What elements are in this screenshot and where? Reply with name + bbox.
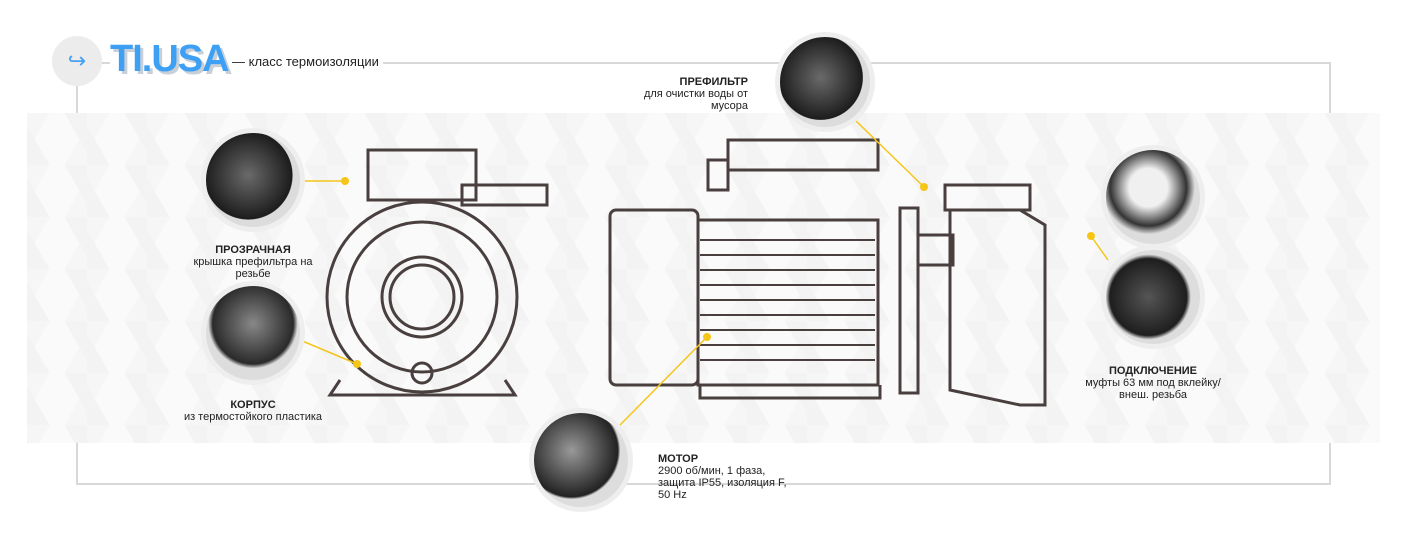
- callout-dot: [1087, 232, 1095, 240]
- callout-text: крышка префильтра на резьбе: [193, 256, 313, 280]
- callout-text: для очистки воды от мусора: [643, 88, 748, 112]
- return-arrow-icon[interactable]: ↪: [52, 36, 102, 86]
- prefilter-photo: [775, 32, 875, 132]
- callout-text: муфты 63 мм под вклейку/ внеш. резьба: [1085, 377, 1221, 401]
- lid-photo: [201, 128, 305, 232]
- fitting-photo-top: [1101, 145, 1205, 249]
- callout-title: КОРПУС: [230, 399, 276, 411]
- callout-title: ПРЕФИЛЬТР: [679, 76, 748, 88]
- brand-title: TI.USA: [110, 38, 235, 81]
- motor-photo: [529, 408, 633, 512]
- callout-dot: [353, 360, 361, 368]
- callout-text: 2900 об/мин, 1 фаза, защита IP55, изоляц…: [658, 465, 787, 501]
- fitting-photo-bottom: [1101, 245, 1205, 349]
- callout-title: ПОДКЛЮЧЕНИЕ: [1108, 365, 1198, 377]
- callout-dot: [703, 333, 711, 341]
- callout-text: из термостойкого пластика: [183, 411, 323, 423]
- callout-dot: [920, 183, 928, 191]
- tagline: — класс термоизоляции: [232, 54, 383, 69]
- housing-photo: [201, 281, 305, 385]
- callout-dot: [341, 177, 349, 185]
- callout-title: МОТОР: [658, 453, 699, 465]
- callout-title: ПРОЗРАЧНАЯ: [215, 244, 291, 256]
